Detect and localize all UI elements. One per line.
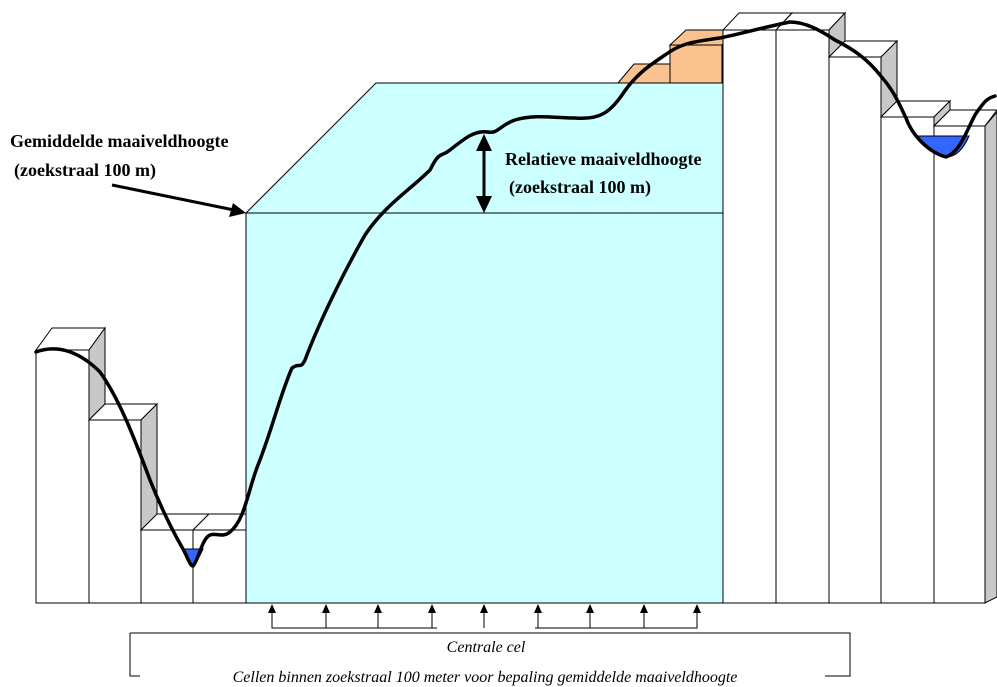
relative-height-label-line1: Relatieve maaiveldhoogte xyxy=(505,149,701,169)
cell-arrows xyxy=(268,604,701,628)
terrain-profile-line xyxy=(34,20,997,568)
column-face xyxy=(722,29,777,604)
central-cell-bracket xyxy=(271,613,698,629)
legend-brackets xyxy=(129,613,851,677)
column-side xyxy=(984,111,997,604)
cell-pointer-arrowhead xyxy=(268,604,276,613)
relative-height-annotation: Relatieve maaiveldhoogte (zoekstraal 100… xyxy=(476,134,701,213)
mean-height-label-line1: Gemiddelde maaiveldhoogte xyxy=(10,131,229,151)
column-face xyxy=(88,419,142,604)
column-face xyxy=(140,529,194,604)
column-face xyxy=(192,529,247,604)
cell-pointer-arrowhead xyxy=(374,604,382,613)
mean-height-annotation: Gemiddelde maaiveldhoogte (zoekstraal 10… xyxy=(10,131,246,217)
relative-height-arrowhead-up xyxy=(476,134,492,151)
central-block-face xyxy=(245,212,724,604)
search-cells-bracket xyxy=(129,632,851,677)
cell-pointer-arrowhead xyxy=(693,604,701,613)
mean-height-arrow xyxy=(111,183,235,212)
column-face xyxy=(933,125,986,604)
search-cells-label: Cellen binnen zoekstraal 100 meter voor … xyxy=(233,669,738,686)
left-terrain-columns xyxy=(35,326,247,604)
cell-pointer-arrowhead xyxy=(640,604,648,613)
cell-pointer-arrowhead xyxy=(480,604,488,613)
mean-height-arrowhead xyxy=(229,203,246,217)
mean-height-label-line2: (zoekstraal 100 m) xyxy=(14,160,156,181)
cell-pointer-arrowhead xyxy=(586,604,594,613)
column-face xyxy=(880,116,935,604)
highlight-block-face xyxy=(669,44,723,84)
central-cell-label: Centrale cel xyxy=(447,639,526,656)
column-face xyxy=(35,349,90,604)
cell-pointer-arrowhead xyxy=(534,604,542,613)
column-face xyxy=(775,29,830,604)
relative-height-label-line2: (zoekstraal 100 m) xyxy=(509,177,651,198)
cell-pointer-arrowhead xyxy=(428,604,436,613)
cell-pointer-arrowhead xyxy=(322,604,330,613)
column-face xyxy=(828,56,882,604)
relative-height-arrowhead-down xyxy=(476,196,492,213)
